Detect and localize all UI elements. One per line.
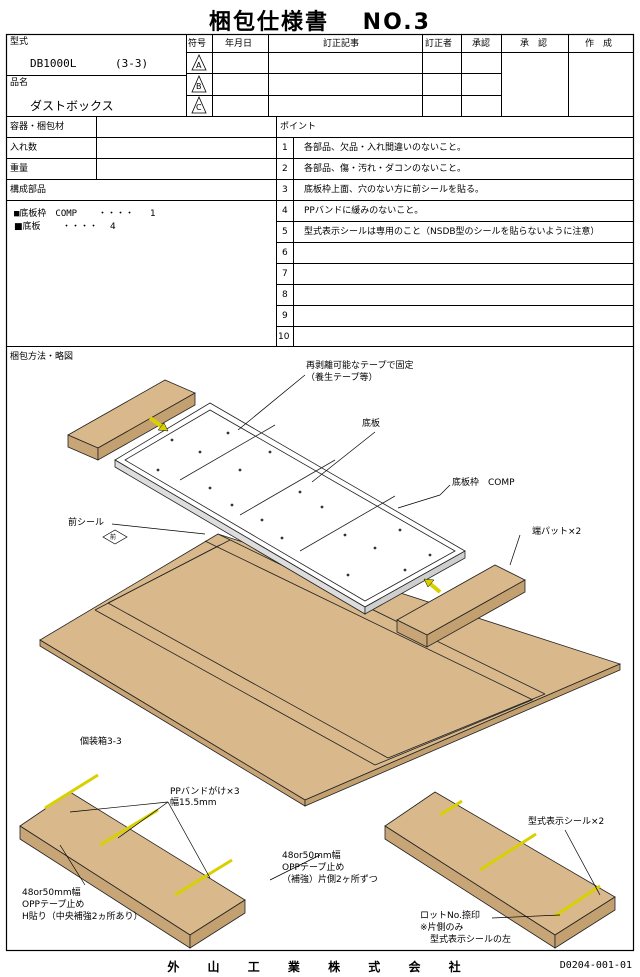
product-value: ダストボックス [30, 99, 114, 113]
point-number: 6 [282, 248, 288, 258]
point-number: 9 [282, 311, 288, 321]
footer-code: D0204-001-01 [559, 960, 632, 971]
opp-mid-1: 48or50mm幅 [282, 851, 341, 861]
tape-note-1: 再剥離可能なテープで固定 [306, 361, 414, 371]
point-number: 1 [282, 143, 288, 153]
rev-col-editor: 訂正者 [425, 39, 453, 49]
model-seal-label: 型式表示シール×2 [528, 817, 605, 827]
point-number: 2 [282, 164, 288, 174]
create-label: 作 成 [585, 39, 613, 49]
opp-mid-2: OPPテープ止め [282, 863, 345, 873]
bottom-plate-label: 底板 [362, 419, 381, 429]
point-number: 3 [282, 185, 288, 195]
row-weight: 重量 [10, 164, 29, 174]
points-header: ポイント [280, 122, 317, 132]
part-dots-1: ・・・・ [98, 209, 135, 219]
rev-mark-a: A [196, 61, 202, 70]
opp-left-1: 48or50mm幅 [22, 888, 81, 898]
product-label: 品名 [10, 78, 29, 88]
rev-mark-c: C [196, 103, 202, 112]
part-name-2: ■底板 [14, 222, 41, 232]
pp-band-1: PPバンドがけ×3 [170, 787, 240, 797]
footer-company: 外 山 工 業 株 式 会 社 [167, 960, 473, 974]
point-number: 4 [282, 206, 288, 216]
box-label: 個装箱3-3 [80, 737, 122, 747]
rev-col-date: 年月日 [225, 39, 253, 49]
row-parts: 構成部品 [10, 185, 47, 195]
point-text: 各部品、傷・汚れ・ダコンのないこと。 [304, 164, 467, 174]
point-number: 5 [282, 227, 288, 237]
model-label: 型式 [10, 37, 29, 47]
approve-label: 承 認 [520, 39, 548, 49]
rev-mark-b: B [196, 82, 202, 91]
lot-label-2: ※片側のみ [420, 923, 464, 933]
page-title: 梱包仕様書 NO.3 [209, 10, 431, 35]
front-seal-text: 前 [110, 534, 117, 541]
rev-col-detail: 訂正記事 [323, 39, 360, 49]
point-text: 底板枠上面、穴のない方に前シールを貼る。 [304, 185, 485, 195]
model-value: DB1000L [30, 57, 77, 70]
point-number: 10 [278, 332, 290, 342]
point-number: 8 [282, 290, 288, 300]
row-quantity: 入れ数 [10, 143, 38, 153]
end-pad-label: 端パット×2 [532, 527, 582, 537]
opp-left-2: OPPテープ止め [22, 900, 85, 910]
lot-label-1: ロットNo.捺印 [420, 911, 480, 921]
rev-col-mark: 符号 [188, 39, 207, 49]
front-seal-mark [102, 529, 128, 545]
front-seal-label: 前シール [68, 518, 105, 528]
point-text: 型式表示シールは専用のこと（NSDB型のシールを貼らないように注意） [304, 227, 600, 237]
drawing-section-label: 梱包方法・略図 [10, 352, 74, 362]
pp-band-2: 幅15.5mm [170, 798, 217, 808]
point-text: 各部品、欠品・入れ間違いのないこと。 [304, 143, 467, 153]
lot-label-3: 型式表示シールの左 [430, 935, 512, 945]
point-text: PPバンドに緩みのないこと。 [304, 206, 424, 216]
part-name-1: ■底板枠 COMP [14, 209, 78, 219]
opp-mid-3: （補強）片側2ヶ所ずつ [282, 875, 378, 885]
part-qty-1: 1 [150, 209, 156, 219]
part-dots-2: ・・・・ [62, 222, 99, 232]
opp-left-3: H貼り（中央補強2ヵ所あり） [22, 912, 143, 922]
rev-col-approve: 承認 [472, 39, 491, 49]
model-sub: (3-3) [115, 57, 149, 70]
frame-label: 底板枠 COMP [452, 478, 515, 488]
row-container: 容器・梱包材 [10, 122, 65, 132]
tape-note-2: （養生テープ等） [306, 373, 378, 383]
part-qty-2: 4 [110, 222, 116, 232]
point-number: 7 [282, 269, 288, 279]
